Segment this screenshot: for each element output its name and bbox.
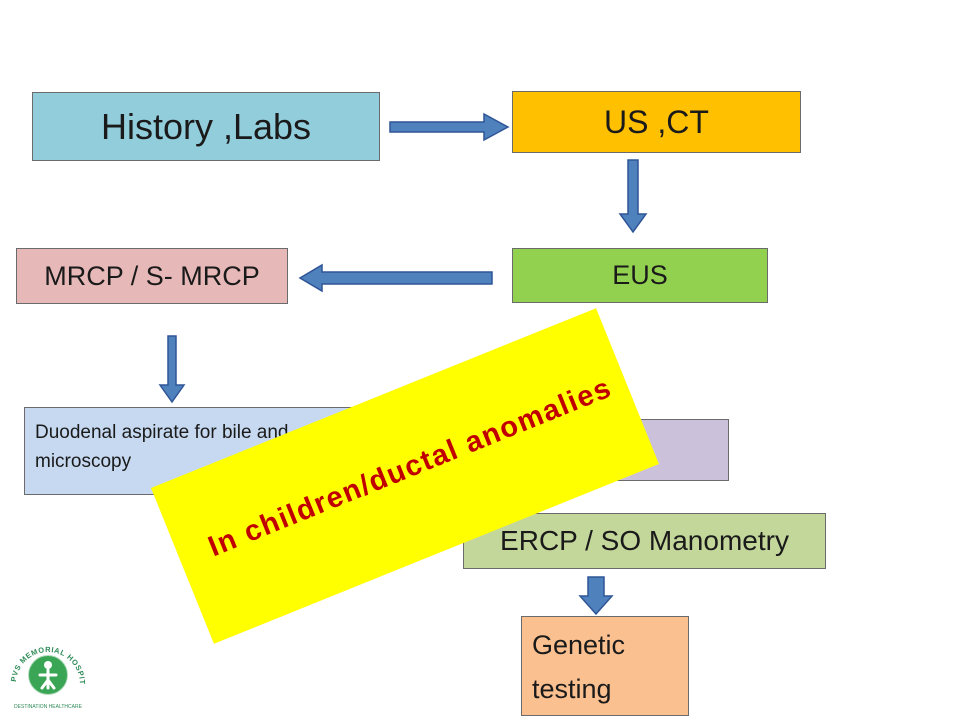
node-eus: EUS <box>512 248 768 303</box>
arrow-eus-to-mrcp <box>298 263 493 293</box>
hospital-logo-icon: PVS MEMORIAL HOSPITAL LTD DESTINATION HE… <box>2 628 86 710</box>
arrow-usct-to-eus <box>618 159 648 234</box>
logo-tagline: DESTINATION HEALTHCARE <box>14 704 83 710</box>
node-mrcp: MRCP / S- MRCP <box>16 248 288 304</box>
node-duodenal-label: Duodenal aspirate for bile and microscop… <box>35 422 289 472</box>
node-us-ct: US ,CT <box>512 91 801 153</box>
node-history-labs-label: History ,Labs <box>100 105 312 147</box>
node-us-ct-label: US ,CT <box>604 103 709 140</box>
arrow-history-to-usct <box>389 112 510 142</box>
node-genetic-label: Genetic testing <box>532 630 626 704</box>
node-mrcp-label: MRCP / S- MRCP <box>44 260 260 291</box>
node-eus-label: EUS <box>612 260 668 290</box>
arrow-ercp-to-genetic <box>578 576 614 616</box>
node-genetic: Genetic testing <box>521 616 689 716</box>
node-history-labs: History ,Labs <box>32 92 380 161</box>
node-ercp: ERCP / SO Manometry <box>463 513 826 569</box>
node-ercp-label: ERCP / SO Manometry <box>500 525 789 556</box>
arrow-mrcp-to-duodenal <box>158 335 186 404</box>
